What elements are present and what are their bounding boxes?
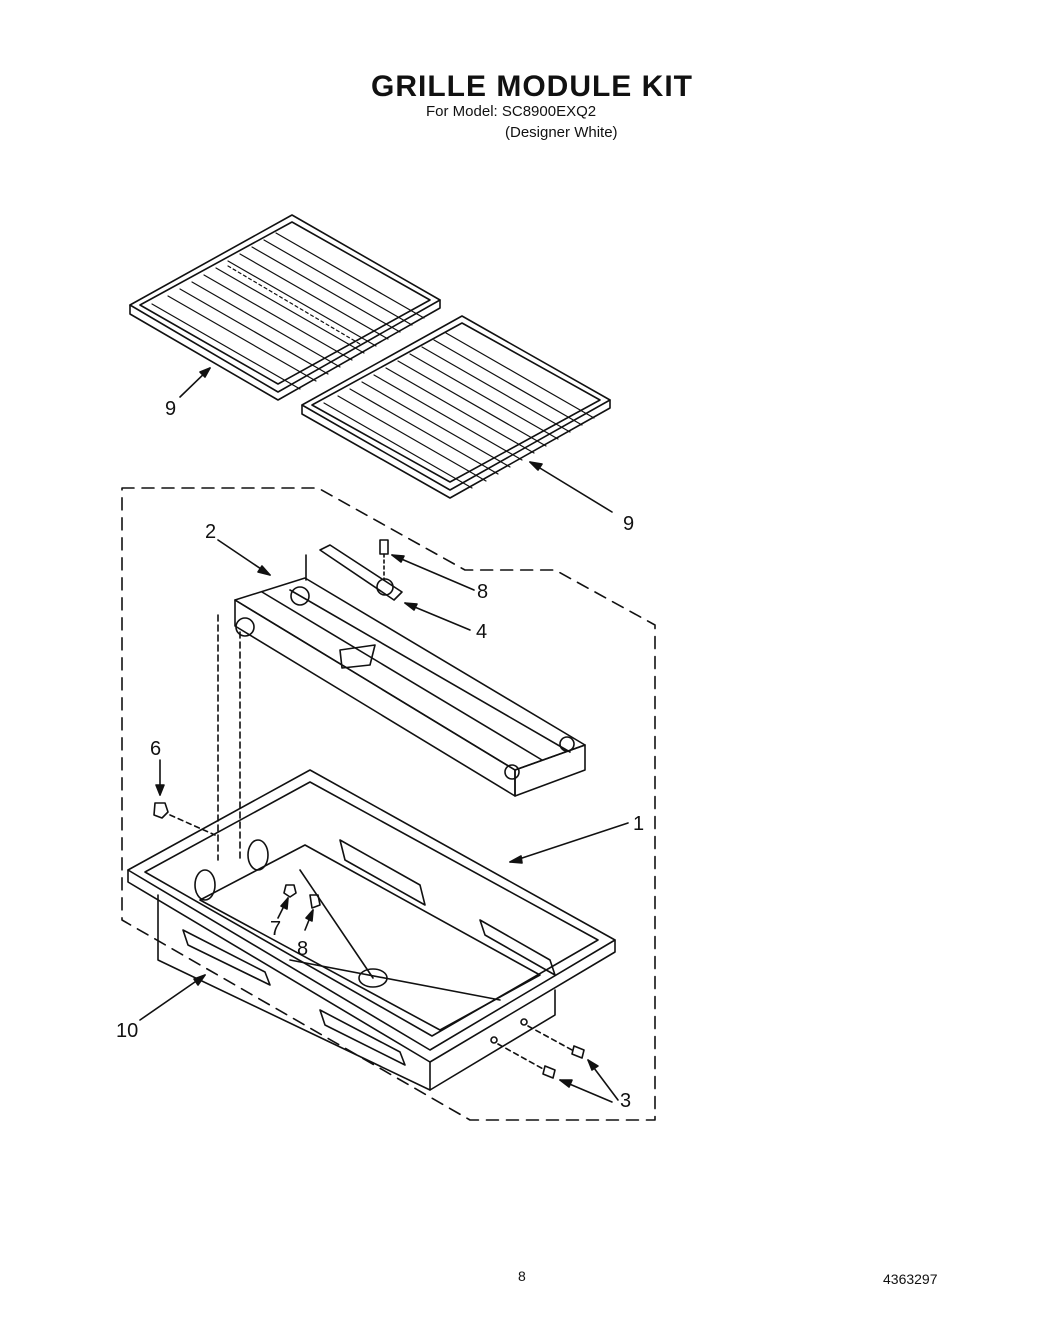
callout-6: 6 — [150, 738, 161, 760]
leader-1 — [509, 822, 629, 863]
screws-3 — [490, 1018, 585, 1079]
callout-8-bottom: 8 — [297, 938, 308, 960]
washer-7 — [283, 884, 297, 898]
page-number: 8 — [518, 1268, 526, 1284]
callout-1: 1 — [633, 813, 644, 835]
leader-9-right — [529, 461, 613, 513]
grille-right — [301, 315, 611, 499]
grille-pan — [127, 769, 616, 1091]
leader-8-top — [391, 554, 475, 591]
leader-10 — [139, 974, 206, 1021]
variant-line: (Designer White) — [505, 124, 618, 141]
callout-8-top: 8 — [477, 581, 488, 603]
callout-4: 4 — [476, 621, 487, 643]
callout-10: 10 — [116, 1020, 138, 1042]
screw-8 — [309, 894, 321, 909]
document-number: 4363297 — [883, 1271, 938, 1287]
nut-6 — [153, 802, 169, 819]
burner-bracket — [217, 554, 586, 861]
callout-9-right: 9 — [623, 513, 634, 535]
callout-2: 2 — [205, 521, 216, 543]
screw-top — [379, 539, 389, 581]
electrode — [319, 544, 403, 601]
assembly-boundary — [121, 487, 656, 1121]
grille-left — [129, 214, 441, 401]
callout-7: 7 — [270, 918, 281, 940]
model-line: For Model: SC8900EXQ2 — [426, 103, 597, 120]
callout-3: 3 — [620, 1090, 631, 1112]
page-title: GRILLE MODULE KIT — [371, 70, 693, 103]
callout-9-left: 9 — [165, 398, 176, 420]
